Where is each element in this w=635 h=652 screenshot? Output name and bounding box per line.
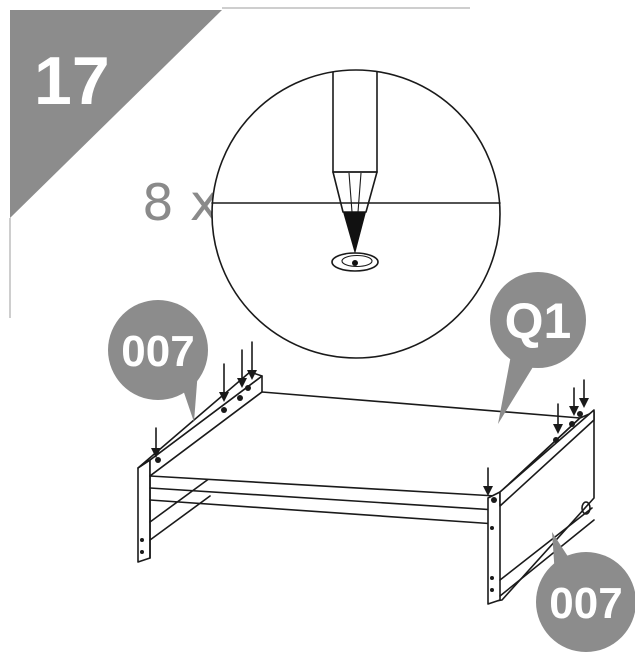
screw-hole-outer [331, 252, 379, 272]
left-panel-front [137, 459, 151, 563]
screw-hole-center [352, 260, 358, 266]
arrow-icon [237, 349, 247, 388]
arrow-icon [569, 387, 579, 416]
insertion-arrows [151, 341, 589, 496]
arrow-icon [247, 341, 257, 380]
right-panel-top [499, 409, 595, 507]
step-badge-triangle [10, 10, 222, 218]
step-number: 17 [34, 43, 110, 119]
callout-label: Q1 [505, 293, 572, 349]
callout-bubble [536, 552, 635, 652]
left-panel-lower-edge [149, 477, 211, 523]
screwdriver-tip [343, 212, 366, 254]
right-panel-front [487, 491, 501, 605]
frame-assembly [137, 341, 595, 605]
callout-bubble [108, 300, 208, 400]
callout-right: 007 [536, 532, 635, 652]
arrow-icon [483, 467, 493, 496]
callout-bubble [490, 272, 586, 368]
step-badge: 17 [9, 7, 470, 318]
arrow-icon [151, 427, 161, 458]
shelf-front-edge [149, 487, 497, 511]
arrow-icon [579, 379, 589, 408]
cam-lock [581, 501, 591, 515]
callout-center: Q1 [490, 272, 586, 424]
arrow-icon [553, 403, 563, 434]
detail-magnifier: 8 x [142, 69, 501, 359]
callout-label: 007 [549, 579, 622, 628]
callout-label: 007 [121, 327, 194, 376]
screw-holes [140, 385, 583, 592]
quantity-label: 8 x [142, 174, 219, 232]
callout-left: 007 [108, 300, 208, 422]
arrow-icon [219, 363, 229, 402]
